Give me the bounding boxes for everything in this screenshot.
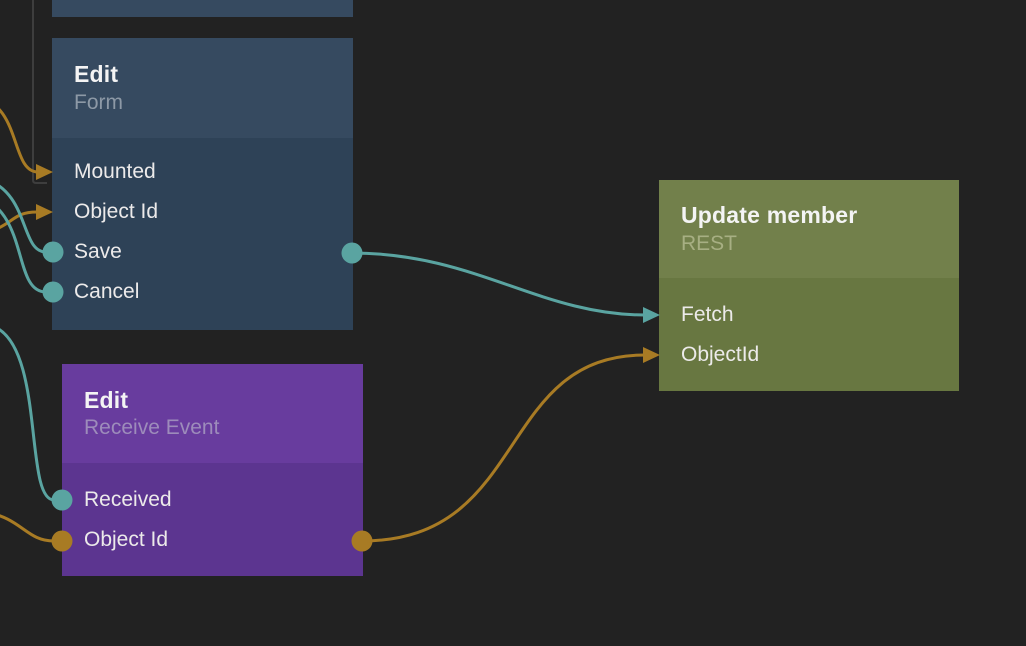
wire-receive-event-to-objectid[interactable] (361, 353, 646, 543)
wire-data-to-mounted[interactable] (0, 97, 39, 174)
node-port-list: Mounted Object Id Save Cancel (52, 138, 353, 312)
port-received[interactable]: Received (84, 488, 172, 511)
node-edit-form[interactable]: Edit Form Mounted Object Id Save Cancel (52, 38, 353, 330)
node-header: Edit Form (52, 38, 353, 138)
port-object-id[interactable]: Object Id (74, 200, 159, 223)
port-objectid[interactable]: ObjectId (681, 343, 760, 366)
wire-signal-to-received[interactable] (0, 327, 55, 502)
port-fetch[interactable]: Fetch (681, 303, 734, 326)
node-edit-receive-event[interactable]: Edit Receive Event Received Object Id (62, 364, 363, 576)
node-subtitle: Receive Event (84, 416, 220, 440)
wire-idle-to-mounted[interactable] (32, 0, 47, 184)
port-object-id[interactable]: Object Id (84, 528, 169, 551)
wire-data-to-object-id-receive[interactable] (0, 512, 55, 543)
wire-data-to-object-id[interactable] (0, 210, 38, 234)
node-port-list: Received Object Id (62, 463, 363, 560)
arrowhead-mounted[interactable] (36, 164, 53, 180)
port-save[interactable]: Save (74, 240, 122, 263)
wire-signal-to-cancel[interactable] (0, 199, 47, 294)
node-title: Edit (84, 386, 129, 413)
node-header: Update member REST (659, 180, 959, 278)
node-subtitle: REST (681, 231, 738, 255)
node-port-list: Fetch ObjectId (659, 278, 959, 375)
port-cancel[interactable]: Cancel (74, 280, 140, 303)
arrowhead-object-id[interactable] (36, 204, 53, 220)
wire-edit-form-to-fetch[interactable] (351, 251, 646, 317)
node-partial-top[interactable] (52, 0, 353, 17)
node-subtitle: Form (74, 90, 123, 114)
arrowhead-objectid[interactable] (643, 347, 660, 363)
wire-signal-to-save[interactable] (0, 179, 47, 254)
node-title: Update member (681, 202, 858, 229)
arrowhead-fetch[interactable] (643, 307, 660, 323)
node-update-member[interactable]: Update member REST Fetch ObjectId (659, 180, 959, 391)
port-mounted[interactable]: Mounted (74, 160, 156, 183)
node-header: Edit Receive Event (62, 364, 363, 463)
node-title: Edit (74, 61, 119, 88)
